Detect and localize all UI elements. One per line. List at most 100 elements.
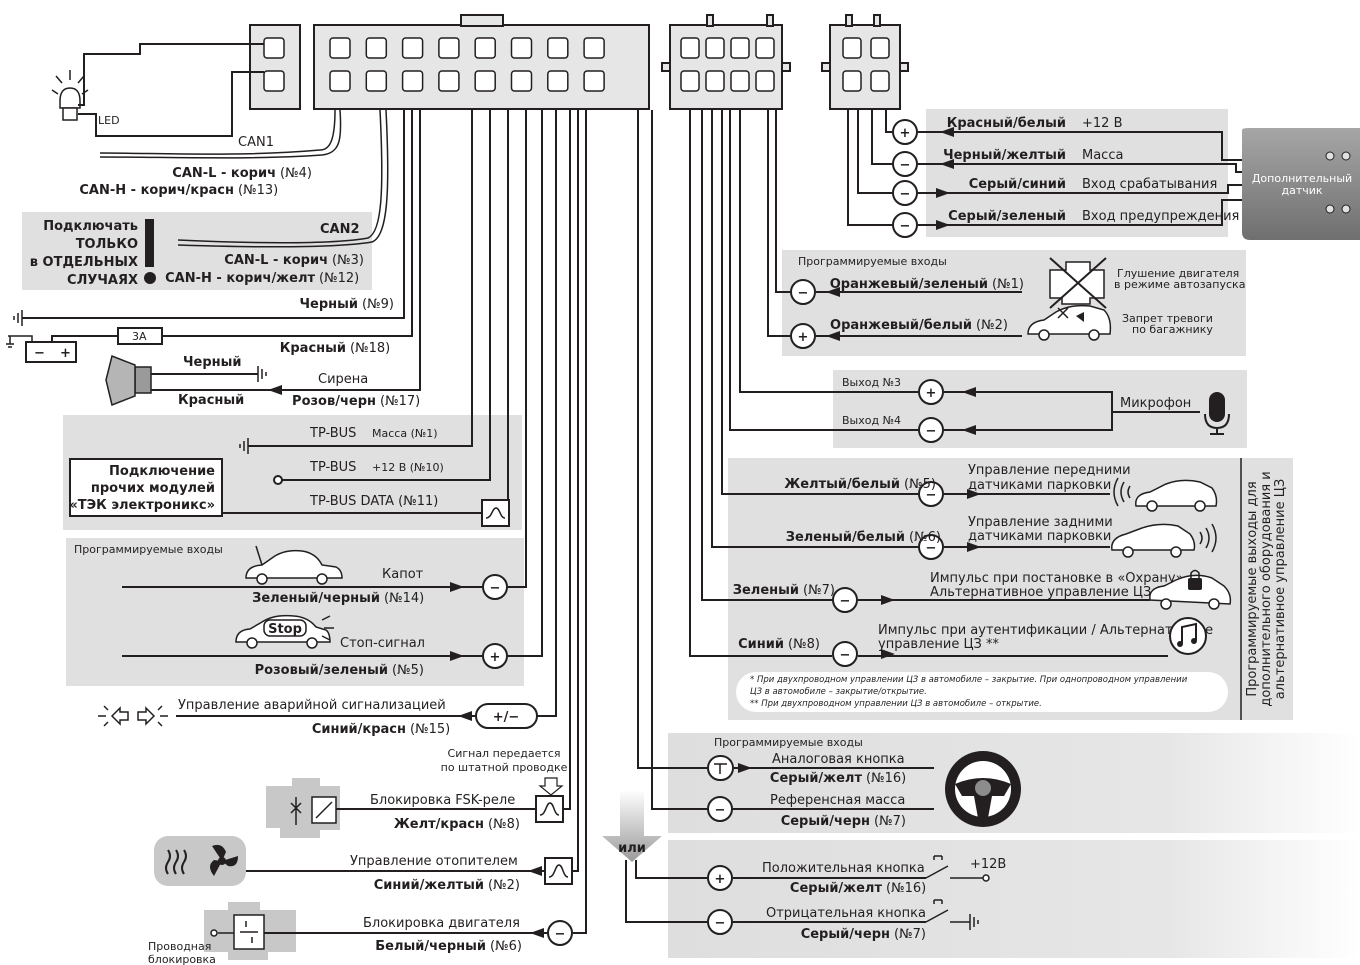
heater-wire-num: (№2) bbox=[488, 878, 520, 893]
sensor-pwr-wire bbox=[885, 110, 1242, 161]
sensor-device-line2: датчик bbox=[1281, 184, 1322, 197]
svg-text:−: − bbox=[798, 286, 809, 301]
right-inputs-header: Программируемые входы bbox=[798, 255, 947, 268]
fsk-wire-name: Желт/красн bbox=[394, 817, 484, 832]
can2-canl-num: (№3) bbox=[332, 253, 364, 268]
connector-main bbox=[313, 14, 650, 110]
power-red-name: Красный bbox=[280, 341, 346, 356]
tpbus-box-line1: Подключение bbox=[109, 464, 215, 479]
tpbus-gnd-wire bbox=[248, 110, 473, 447]
left-inputs-header: Программируемые входы bbox=[74, 543, 223, 556]
can2-canl-name: CAN-L - корич bbox=[224, 253, 328, 268]
can1-title: CAN1 bbox=[238, 135, 274, 150]
analog-wire-name: Серый/желт bbox=[770, 771, 863, 786]
sensor-panel bbox=[926, 109, 1228, 237]
fsk-filter bbox=[535, 795, 564, 823]
connector-pin bbox=[730, 37, 750, 59]
in1-desc-line2: в режиме автозапуска bbox=[1114, 278, 1245, 291]
connector-pin bbox=[365, 37, 388, 59]
svg-text:−: − bbox=[555, 927, 566, 942]
neg-switch-icon bbox=[925, 899, 979, 930]
fsk-wire-num: (№8) bbox=[488, 817, 520, 832]
output-arrow bbox=[967, 542, 981, 552]
connector-8pin bbox=[661, 14, 791, 110]
output-sign: − bbox=[840, 648, 851, 663]
output-wire-num: (№8) bbox=[788, 637, 820, 652]
siren-wire-name: Розов/черн bbox=[292, 394, 376, 409]
output-desc-line1: Импульс при постановке в «Охрану» / bbox=[930, 571, 1193, 586]
tpbus-ground-icon bbox=[239, 438, 249, 454]
output-arrow bbox=[881, 649, 895, 659]
ref-ground-wire bbox=[651, 110, 934, 810]
output-rows: −Желтый/белый(№5)Управление переднимидат… bbox=[733, 463, 1213, 667]
in2-terminal bbox=[790, 323, 816, 349]
connector-pin bbox=[365, 70, 388, 92]
buttons-panel-bottom bbox=[668, 840, 1360, 958]
connector-pin bbox=[705, 37, 725, 59]
sensor-wire-desc: Вход предупреждения bbox=[1082, 209, 1239, 224]
in2-desc-line1: Запрет тревоги bbox=[1122, 312, 1213, 325]
hood-wire bbox=[122, 110, 527, 588]
heater-filter bbox=[544, 857, 573, 885]
tpbus-filter bbox=[481, 499, 510, 527]
can1-canh-num: (№13) bbox=[238, 183, 278, 198]
can2-wire-a bbox=[177, 109, 383, 244]
sensor-terminal bbox=[892, 151, 918, 177]
output-wire-name: Синий bbox=[738, 637, 784, 652]
analog-button-wire bbox=[637, 110, 934, 769]
hazard-wire-num: (№15) bbox=[410, 722, 450, 737]
sensor-sign: − bbox=[900, 187, 911, 202]
can1-wire-b bbox=[99, 109, 342, 159]
in1-wire bbox=[775, 110, 1022, 293]
connector-pin bbox=[547, 70, 569, 92]
can2-wire-b bbox=[177, 109, 389, 248]
sensor-wire-desc: +12 В bbox=[1082, 116, 1123, 131]
sensor-wire-desc: Вход срабатывания bbox=[1082, 177, 1217, 192]
connector-pin bbox=[329, 37, 351, 59]
connector-pin bbox=[329, 70, 351, 92]
sensor-wire-name: Серый/синий bbox=[969, 177, 1066, 192]
connector-pin bbox=[438, 37, 460, 59]
engine-block-icon bbox=[204, 902, 296, 960]
sensor-sign: + bbox=[900, 126, 911, 141]
output-wire-name: Зеленый/белый bbox=[786, 530, 905, 545]
hood-label: Капот bbox=[382, 567, 424, 582]
neg-wire-name: Серый/черн bbox=[801, 927, 890, 942]
svg-text:−: − bbox=[715, 803, 726, 818]
hood-wire-name: Зеленый/черный bbox=[252, 591, 380, 606]
footnote-box bbox=[736, 672, 1228, 712]
hazard-wire-name: Синий/красн bbox=[312, 722, 406, 737]
hood-minus-terminal bbox=[482, 574, 508, 600]
pos-wire-num: (№16) bbox=[886, 881, 926, 896]
output-wire-num: (№6) bbox=[909, 530, 941, 545]
neg-label: Отрицательная кнопка bbox=[766, 906, 926, 921]
sensor-wire-desc: Масса bbox=[1082, 148, 1123, 163]
output-arrow bbox=[967, 489, 981, 499]
connector-pin bbox=[510, 37, 533, 59]
pos-voltage: +12В bbox=[970, 857, 1006, 872]
power-red-num: (№18) bbox=[350, 341, 390, 356]
front-parking-icon bbox=[1113, 477, 1218, 512]
tpbus-modules-box bbox=[69, 458, 223, 517]
out7-wire bbox=[701, 110, 1150, 601]
fsk-wire bbox=[336, 110, 571, 810]
outputs-vertical-1: Программируемые выходы для bbox=[1245, 481, 1260, 696]
svg-text:−: − bbox=[715, 916, 726, 931]
in1-wire-num: (№1) bbox=[992, 277, 1024, 292]
ref-wire-num: (№7) bbox=[874, 814, 906, 829]
hood-car-icon bbox=[245, 545, 343, 585]
fsk-signal-line1: Сигнал передается bbox=[448, 747, 561, 760]
power-black-num: (№9) bbox=[362, 297, 394, 312]
hazard-arrows-icon bbox=[98, 705, 168, 727]
svg-text:−: − bbox=[490, 581, 501, 596]
tpbus-gnd-note: Масса (№1) bbox=[372, 427, 438, 440]
sensor-warn-wire bbox=[847, 110, 1242, 226]
tpbus-box-line3: «ТЭК электроникс» bbox=[69, 498, 215, 513]
led-wire bbox=[78, 71, 264, 137]
output-arrow bbox=[881, 595, 895, 605]
hazard-wire bbox=[176, 110, 557, 717]
sensor-trig-wire bbox=[857, 110, 1242, 194]
sensor-gnd-wire bbox=[871, 110, 1242, 173]
sensor-terminal bbox=[892, 212, 918, 238]
output-sign: − bbox=[926, 541, 937, 556]
